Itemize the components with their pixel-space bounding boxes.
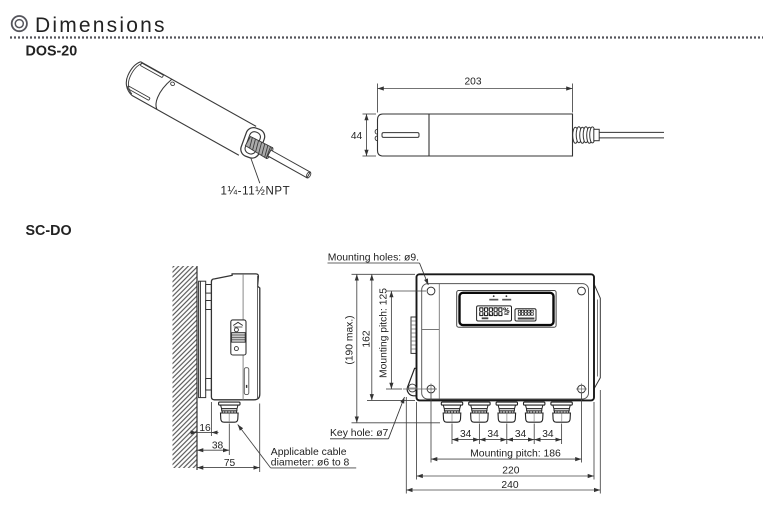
svg-text:34: 34 xyxy=(542,429,554,440)
svg-text:220: 220 xyxy=(502,465,519,476)
svg-text:Dimensions: Dimensions xyxy=(35,14,167,37)
svg-text:DOS-20: DOS-20 xyxy=(26,44,78,60)
svg-text:Key hole: ø7: Key hole: ø7 xyxy=(330,428,389,439)
svg-text:diameter: ø6 to 8: diameter: ø6 to 8 xyxy=(271,458,350,469)
svg-text:38: 38 xyxy=(212,441,224,452)
svg-text:34: 34 xyxy=(460,429,472,440)
svg-text:75: 75 xyxy=(224,458,236,469)
svg-text:Mounting pitch: 125: Mounting pitch: 125 xyxy=(379,288,390,378)
svg-text:SC-DO: SC-DO xyxy=(26,223,72,239)
svg-text:34: 34 xyxy=(515,429,527,440)
svg-text:Mounting pitch: 186: Mounting pitch: 186 xyxy=(470,448,561,459)
svg-text:44: 44 xyxy=(351,131,363,142)
svg-text:1¼-11½NPT: 1¼-11½NPT xyxy=(221,186,291,198)
svg-text:(190 max.): (190 max.) xyxy=(345,315,356,364)
svg-text:203: 203 xyxy=(465,77,482,88)
svg-text:34: 34 xyxy=(487,429,499,440)
svg-text:162: 162 xyxy=(361,330,372,347)
svg-text:240: 240 xyxy=(501,480,518,491)
svg-text:Applicable cable: Applicable cable xyxy=(271,447,347,458)
svg-text:16: 16 xyxy=(199,423,211,434)
svg-text:Mounting holes: ø9.: Mounting holes: ø9. xyxy=(328,252,419,263)
